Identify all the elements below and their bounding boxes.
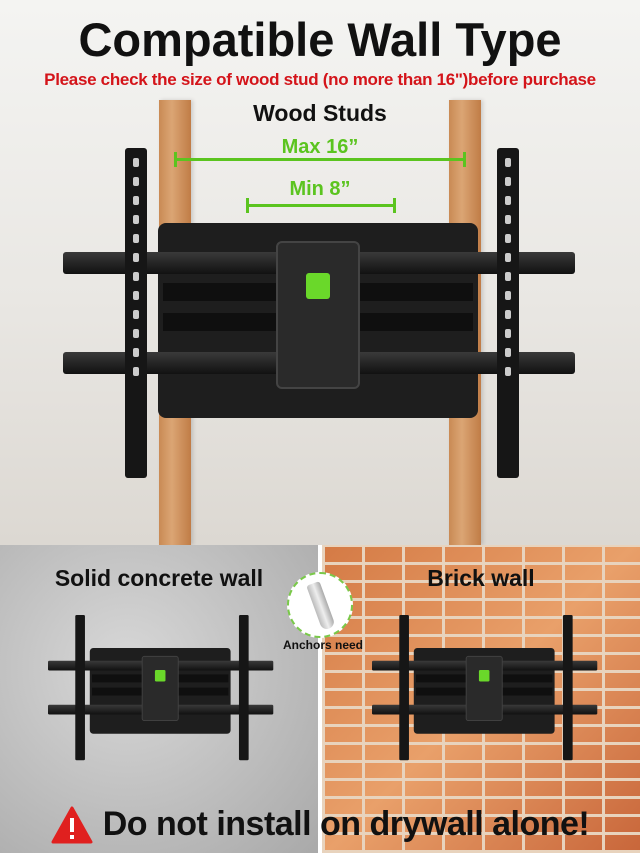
page-title: Compatible Wall Type <box>78 13 562 66</box>
concrete-wall-panel: Solid concrete wall <box>0 545 318 853</box>
concrete-wall-label: Solid concrete wall <box>54 565 264 591</box>
anchors-need-label: Anchors need <box>282 638 363 652</box>
warning-text: Do not install on drywall alone! <box>102 805 590 843</box>
wall-anchor-icon <box>287 572 353 638</box>
max-label: Max 16” <box>281 136 359 158</box>
warning-triangle-icon <box>51 806 93 844</box>
brick-wall-label: Brick wall <box>427 565 535 591</box>
drywall-warning: Do not install on drywall alone! <box>0 796 640 853</box>
wood-stud-section: Compatible Wall Type Please check the si… <box>0 0 640 545</box>
wood-studs-label: Wood Studs <box>253 100 387 126</box>
max-measure-line <box>174 152 466 167</box>
tv-mount-image <box>63 148 583 478</box>
tv-mount-image <box>372 615 601 761</box>
min-label: Min 8” <box>289 178 351 200</box>
tv-mount-image <box>48 615 277 761</box>
brand-logo-icon <box>306 273 330 299</box>
subtitle-warning: Please check the size of wood stud (no m… <box>44 70 596 89</box>
brick-wall-panel: Brick wall <box>322 545 640 853</box>
min-measure-line <box>246 198 396 213</box>
